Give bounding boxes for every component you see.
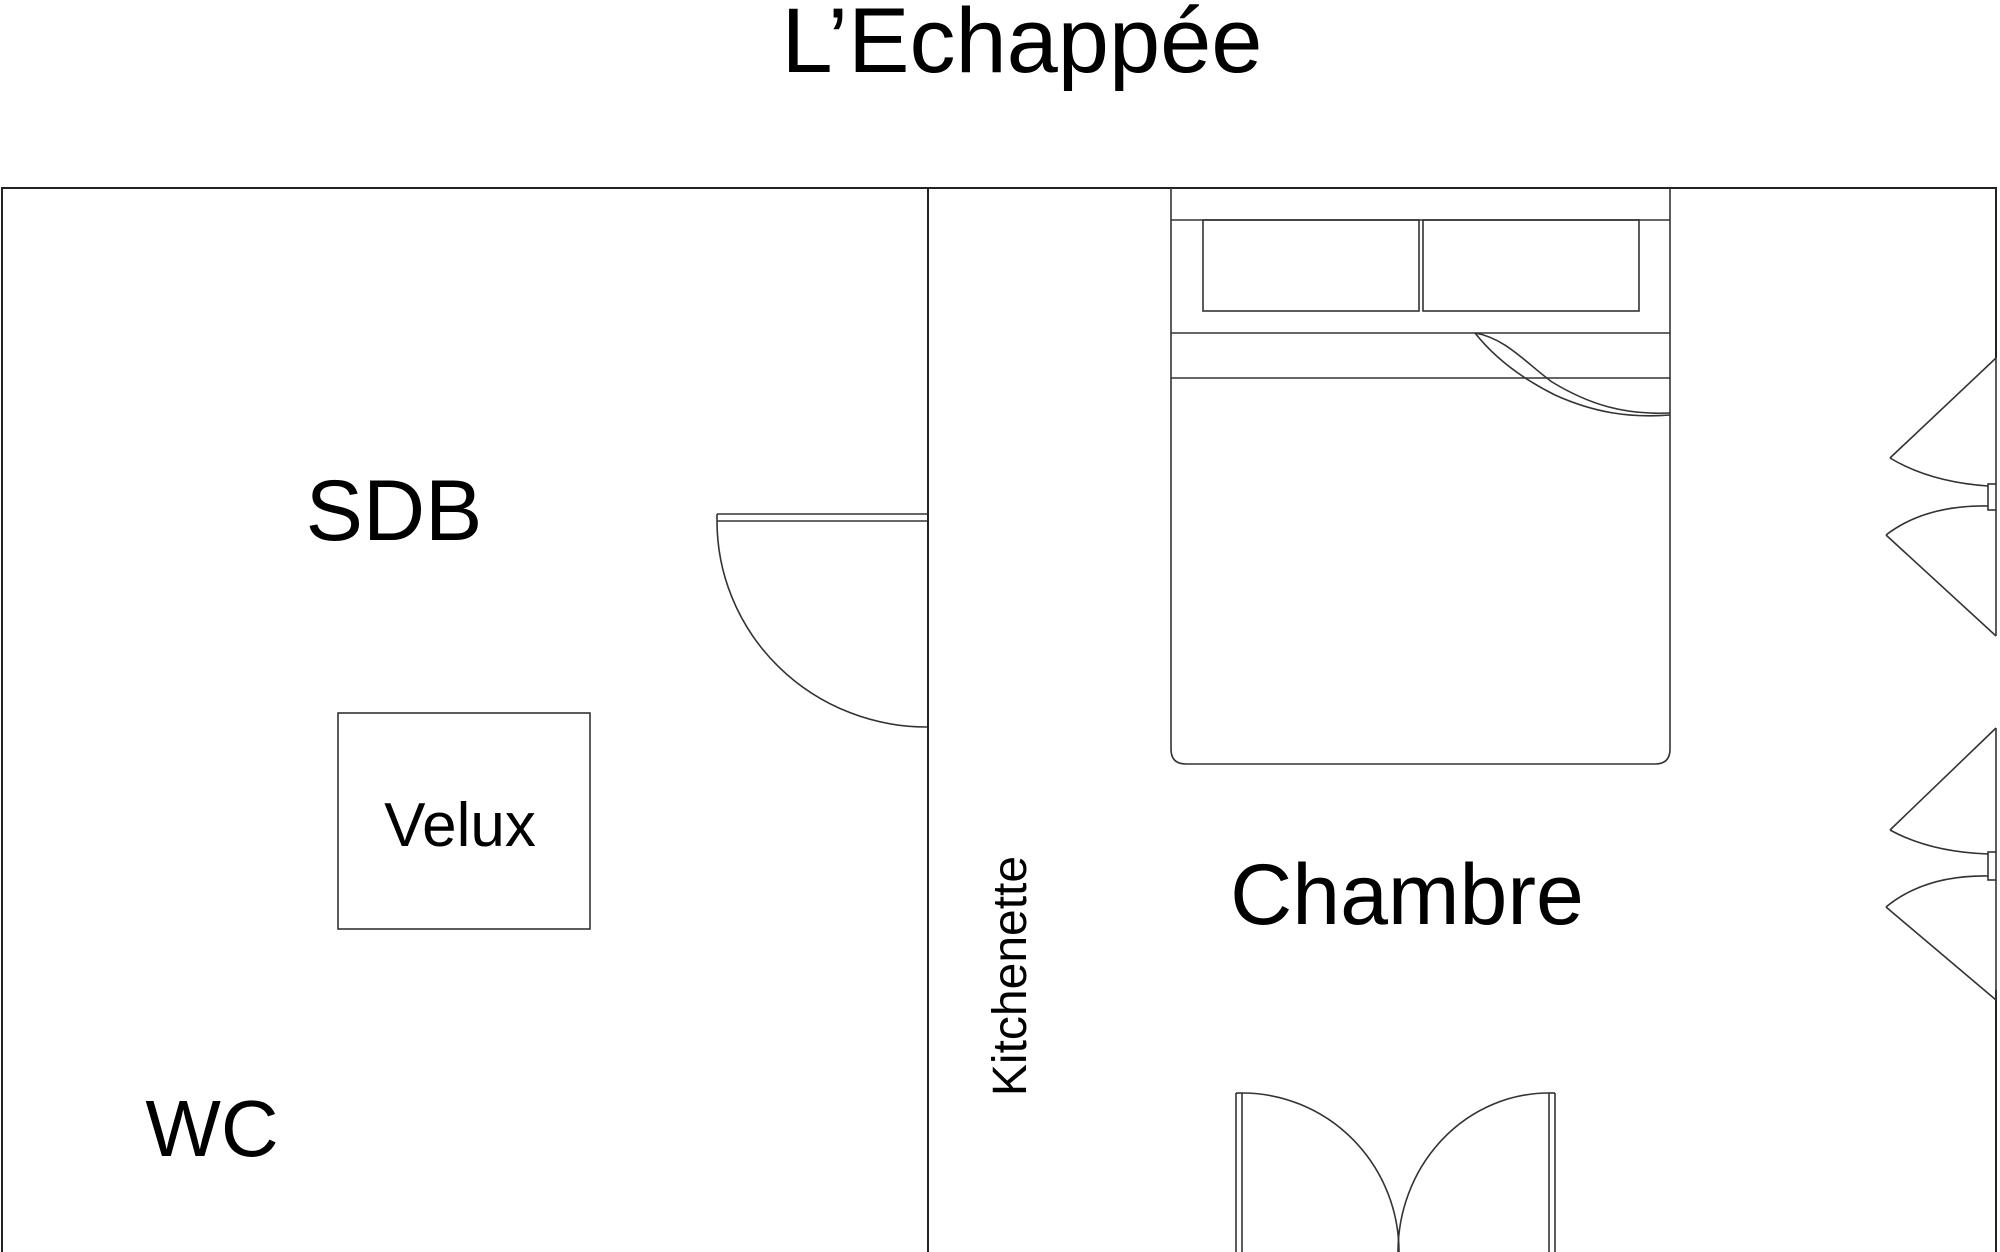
pillow-left [1202,219,1420,312]
sdb-door [716,513,928,728]
bed [1170,188,1671,765]
pillow-right [1422,219,1640,312]
entry-double-door [1235,1092,1556,1252]
room-label-kitchenette: Kitchenette [984,856,1037,1096]
plan-title: L’Echappée [782,0,1263,92]
outer-wall [1,187,1997,1252]
room-label-velux: Velux [384,791,536,860]
room-label-chambre: Chambre [1230,847,1584,943]
room-label-sdb: SDB [306,463,483,559]
window-upper [1885,357,1997,637]
window-lower [1885,727,1997,1001]
room-label-wc: WC [145,1084,278,1173]
velux-window [337,712,591,930]
